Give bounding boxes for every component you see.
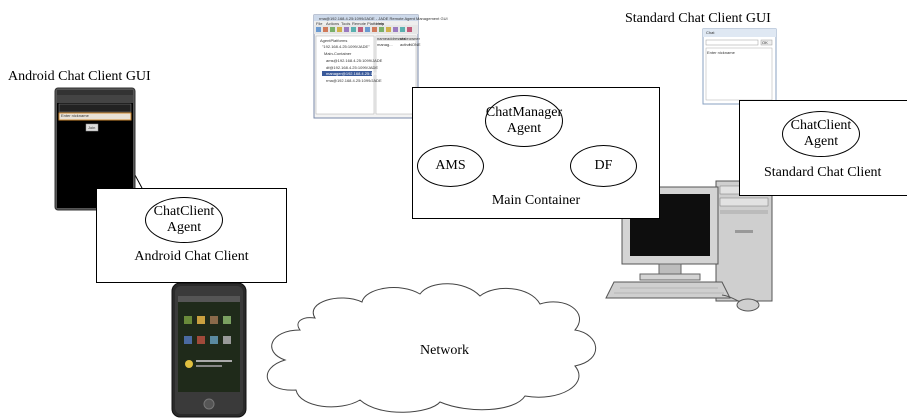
android-join-button[interactable]: Join [88, 125, 96, 130]
android-agent-line1: ChatClient [153, 204, 215, 219]
rma-tree-item[interactable]: Main-Container [324, 51, 352, 56]
rma-cell-name: manag... [377, 42, 393, 47]
rma-menu-file[interactable]: File [316, 21, 323, 26]
android-phone [171, 282, 247, 418]
df-node: DF [570, 145, 637, 187]
ams-node: AMS [417, 145, 484, 187]
standard-ok-button[interactable]: OK [762, 40, 768, 45]
android-agent-line2: Agent [166, 220, 202, 235]
main-container-caption: Main Container [491, 193, 581, 208]
standard-nickname-field[interactable]: Enter nickname [707, 50, 735, 55]
rma-cell-state: active [400, 42, 411, 47]
main-container-box: ChatManager Agent AMS DF Main Container [412, 87, 660, 219]
standard-agent-line2: Agent [803, 134, 839, 149]
rma-col-addresses: addresses [387, 36, 406, 41]
chatmanager-agent-node: ChatManager Agent [485, 95, 563, 147]
rma-col-name: name [377, 36, 388, 41]
chatmanager-agent-line2: Agent [506, 121, 542, 136]
rma-col-owner: owner [409, 36, 420, 41]
rma-menu-remote[interactable]: Remote Platforms [352, 21, 385, 26]
android-gui-phone [54, 87, 136, 211]
network-label: Network [420, 343, 469, 358]
network-cloud [266, 283, 597, 413]
standard-chat-client-box: ChatClient Agent Standard Chat Client [739, 100, 907, 196]
android-chatclient-agent-node: ChatClient Agent [145, 197, 223, 243]
rma-tree-item-selected[interactable]: manager@192.168.4.25:1099/JADE [326, 71, 391, 76]
standard-chat-window-graphic [702, 28, 777, 105]
rma-col-state: state [400, 36, 409, 41]
rma-cell-owner: NONE [409, 42, 421, 47]
android-chat-client-box: ChatClient Agent Android Chat Client [96, 188, 287, 283]
df-label: DF [594, 158, 613, 173]
android-nickname-field[interactable]: Enter nickname [61, 113, 89, 118]
standard-gui-label: Standard Chat Client GUI [625, 11, 771, 26]
rma-tree-item[interactable]: rma@192.168.4.25:1099/JADE [326, 78, 382, 83]
standard-chatclient-agent-node: ChatClient Agent [782, 111, 860, 157]
android-chat-client-caption: Android Chat Client [134, 249, 249, 264]
rma-menu-help[interactable]: Help [376, 21, 385, 26]
ams-label: AMS [435, 158, 466, 173]
rma-menu-actions[interactable]: Actions [326, 21, 340, 26]
rma-tree-item[interactable]: ams@192.168.4.25:1099/JADE [326, 58, 383, 63]
rma-window-graphic [313, 14, 419, 119]
rma-menu-tools[interactable]: Tools [341, 21, 351, 26]
rma-tree-item[interactable]: df@192.168.4.25:1099/JADE [326, 65, 379, 70]
rma-tree-item[interactable]: AgentPlatforms [320, 38, 348, 43]
chatmanager-agent-line1: ChatManager [485, 105, 563, 120]
rma-tree-item[interactable]: "192.168.4.25:1099/JADE" [322, 44, 370, 49]
standard-chat-client-caption: Standard Chat Client [764, 165, 882, 180]
standard-window-title: Chat [706, 30, 715, 35]
android-gui-label: Android Chat Client GUI [8, 69, 151, 84]
rma-window-title: rma@192.168.4.25:1099/JADE - JADE Remote… [319, 16, 448, 21]
standard-agent-line1: ChatClient [790, 118, 852, 133]
